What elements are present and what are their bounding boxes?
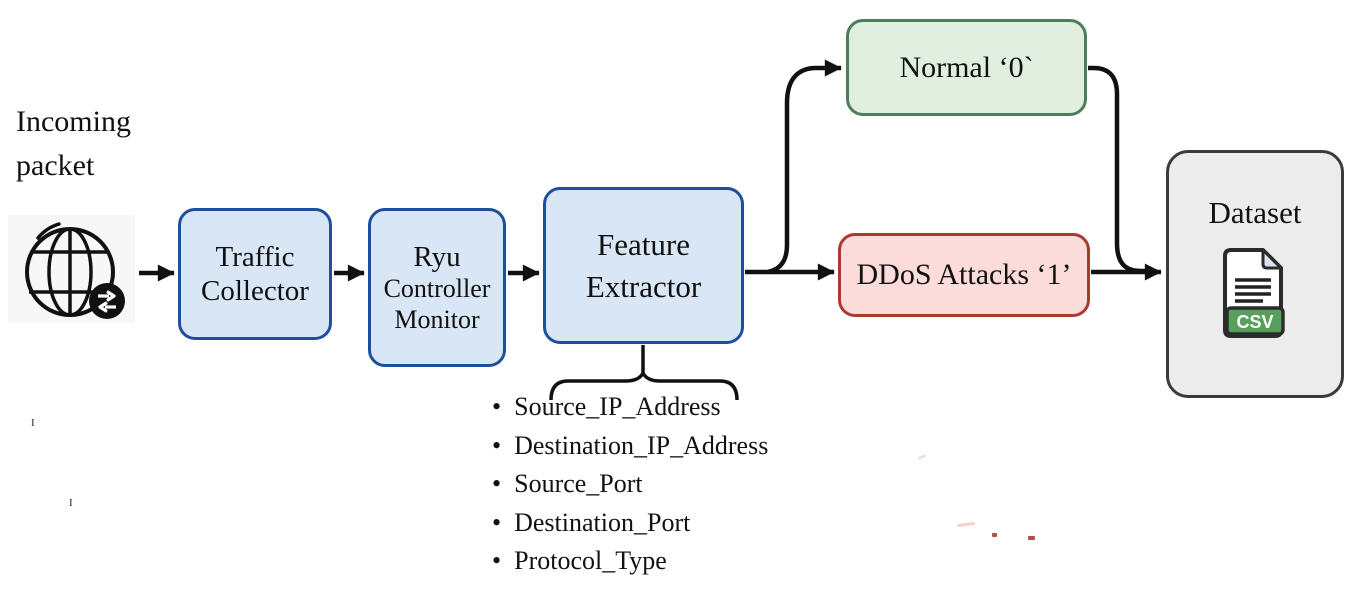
node-dataset: Dataset CSV bbox=[1166, 150, 1344, 398]
dataset-label: Dataset bbox=[1208, 195, 1302, 230]
node-ryu-controller-monitor: Ryu Controller Monitor bbox=[368, 208, 506, 367]
controller-label: Controller bbox=[383, 273, 491, 303]
globe-icon bbox=[25, 222, 125, 319]
feature-item: Destination_Port bbox=[492, 508, 768, 547]
artifact-mark: I bbox=[31, 417, 35, 429]
feature-item: Source_Port bbox=[492, 469, 768, 508]
artifact-mark bbox=[917, 454, 927, 460]
artifact-mark: I bbox=[69, 497, 73, 509]
traffic-collector-label2: Collector bbox=[201, 275, 309, 307]
line-normal-to-merge bbox=[1088, 65, 1150, 274]
normal-class-label: Normal ‘0` bbox=[899, 50, 1034, 84]
feature-item-label: Source_IP_Address bbox=[514, 392, 721, 421]
feature-item-label: Protocol_Type bbox=[514, 546, 667, 575]
arrow-extractor-to-normal bbox=[767, 59, 842, 275]
node-normal-class: Normal ‘0` bbox=[846, 19, 1087, 116]
node-traffic-collector: Traffic Collector bbox=[178, 208, 332, 340]
artifact-mark bbox=[956, 521, 976, 528]
feature-item: Destination_IP_Address bbox=[492, 431, 768, 470]
csv-badge-text: CSV bbox=[1236, 312, 1273, 332]
feature-item-label: Destination_IP_Address bbox=[514, 430, 769, 460]
feature-item: Protocol_Type bbox=[492, 546, 768, 585]
monitor-label: Monitor bbox=[394, 304, 480, 334]
transfer-arrows-icon bbox=[89, 283, 125, 319]
feature-item-label: Source_Port bbox=[514, 469, 643, 498]
node-feature-extractor: Feature Extractor bbox=[543, 187, 744, 344]
feature-item: Source_IP_Address bbox=[492, 392, 768, 431]
feature-extractor-label2: Extractor bbox=[585, 268, 702, 304]
artifact-mark bbox=[992, 533, 997, 537]
artifact-mark bbox=[1028, 536, 1035, 540]
traffic-collector-label: Traffic bbox=[215, 240, 295, 273]
feature-item-label: Destination_Port bbox=[514, 507, 691, 537]
incoming-packet-label: Incoming packet bbox=[16, 105, 131, 182]
ryu-label: Ryu bbox=[413, 240, 461, 273]
incoming-packet-tile bbox=[8, 215, 135, 323]
node-ddos-class: DDoS Attacks ‘1’ bbox=[838, 233, 1090, 317]
feature-list: Source_IP_Address Destination_IP_Address… bbox=[492, 392, 768, 585]
feature-extractor-label: Feature bbox=[597, 226, 690, 262]
csv-file-icon: CSV bbox=[1223, 247, 1285, 338]
ddos-class-label: DDoS Attacks ‘1’ bbox=[856, 258, 1072, 292]
